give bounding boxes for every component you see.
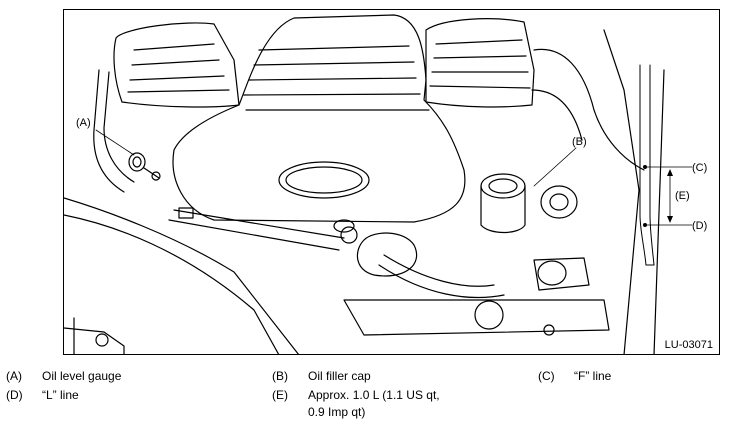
legend-text-d: “L” line [42,388,79,402]
oil-level-gauge-tube [143,167,160,179]
leader-line-a [95,129,135,156]
engine-bay-drawing: (A) (B) (C) (E) (D) [64,14,707,354]
oil-filler-cap-grip [488,178,518,194]
lower-frame [343,299,610,336]
legend-key-a: (A) [6,369,22,383]
legend-text-e-line2: 0.9 Imp qt) [308,405,366,419]
left-pipe-lower [168,219,340,251]
left-body-panel [64,214,280,354]
leader-line-b [533,147,577,187]
callout-a: (A) [76,117,91,129]
cover-emblem-inner [285,166,363,194]
legend-text-a: Oil level gauge [42,369,122,383]
left-intake-ribs [127,43,230,93]
right-hose-lower [531,89,583,141]
cover-emblem-outer [278,161,370,199]
callout-d: (D) [692,220,707,232]
oil-filler-cap-top [480,173,526,199]
dipstick-arrow-head-top [667,169,673,176]
lower-bulb [474,300,504,330]
left-hose [93,69,135,193]
center-small-cap [333,219,355,233]
legend-key-b: (B) [272,369,288,383]
engine-diagram-figure: (A) (B) (C) (E) (D) LU-03071 [63,9,720,355]
right-hose-upper [533,48,645,171]
oil-filler-cap-body [480,185,526,234]
legend-key-e: (E) [272,388,288,402]
oil-level-gauge-clip [151,171,161,181]
left-fender-outline [64,197,299,354]
bottom-left-bracket [64,317,125,354]
legend-text-e-line1: Approx. 1.0 L (1.1 US qt, [308,388,440,402]
right-side-panel [603,29,665,354]
reservoir-cap-inner [549,193,569,211]
legend-key-c: (C) [538,369,555,383]
callout-e: (E) [675,190,690,202]
dipstick-l-mark [643,223,647,227]
figure-code: LU-03071 [664,339,713,351]
bottom-left-bolt [95,333,109,347]
left-pipe-upper [173,209,345,239]
dipstick-arrow-head-bottom [667,216,673,223]
callout-c: (C) [692,162,707,174]
oil-level-gauge-handle [128,152,146,172]
lower-right-bolt [543,324,555,336]
right-intake-cover [425,18,535,108]
drive-belt [378,254,505,299]
dipstick-f-mark [643,165,647,169]
callout-b: (B) [572,136,587,148]
left-pipe-clamp [178,207,194,219]
reservoir-cap [540,185,578,219]
right-round-part [537,260,567,286]
legend-text-c: “F” line [574,369,612,383]
right-intake-ribs [429,39,531,89]
left-intake-cover [113,22,240,108]
engine-cover-outline [172,14,466,223]
dipstick-inset-shaft-left [639,64,647,266]
right-bracket [533,257,590,291]
belt-tensioner [340,226,358,244]
oil-level-gauge-handle-inner [132,156,142,168]
legend-key-d: (D) [6,388,23,402]
dipstick-inset-shaft-right [649,64,655,266]
engine-cover-ribs [243,45,430,111]
legend-text-b: Oil filler cap [308,369,371,383]
